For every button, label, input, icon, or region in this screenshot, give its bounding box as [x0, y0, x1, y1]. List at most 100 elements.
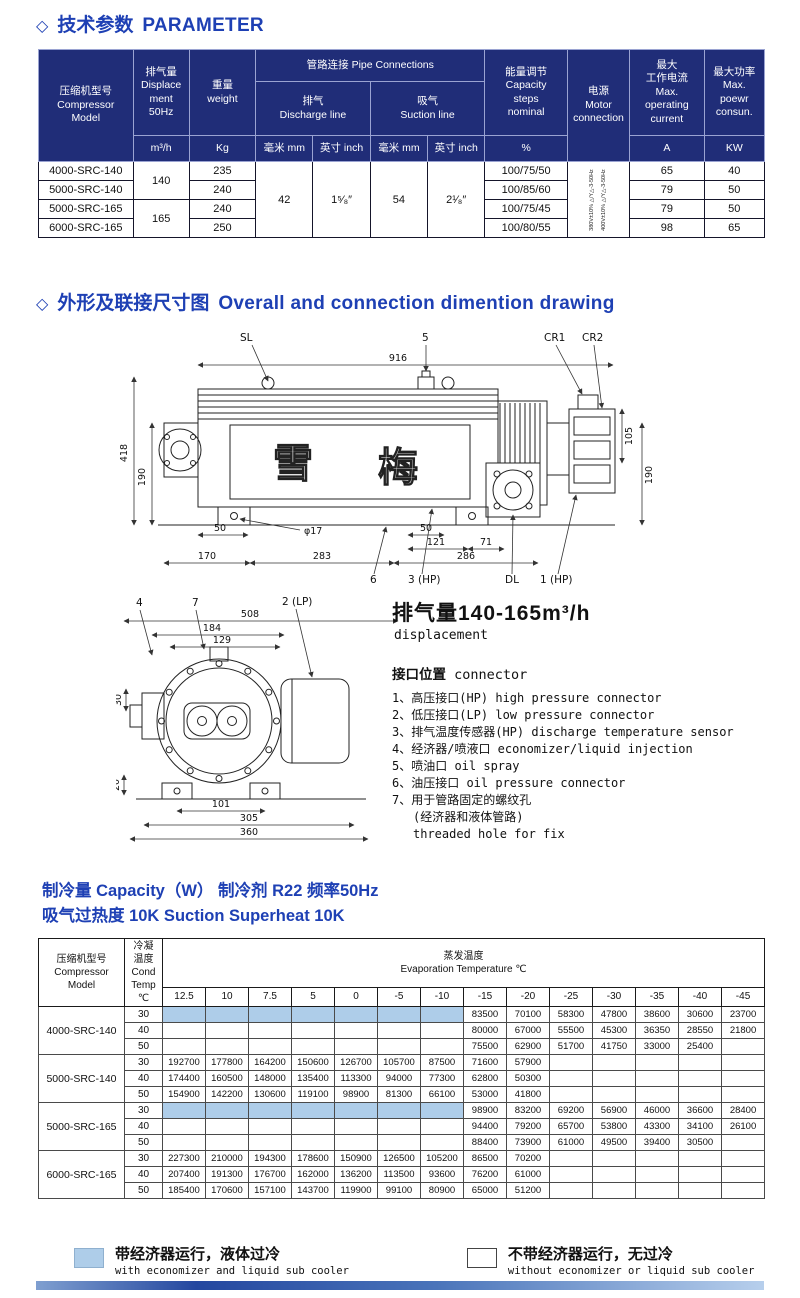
evap-temp-col: -30: [592, 986, 636, 1008]
capacity-value-cell: 113500: [377, 1166, 421, 1183]
capacity-value-cell: [720, 1054, 766, 1071]
capacity-value-cell: [592, 1166, 636, 1183]
capacity-value-cell: 28400: [720, 1102, 766, 1119]
port-label-1hp: 1 (HP): [540, 574, 572, 586]
connector-item: 2、低压接口(LP) low pressure connector: [392, 708, 655, 722]
capacity-value-cell: [205, 1006, 249, 1023]
capacity-value-cell: 150900: [334, 1150, 378, 1167]
legend-without-zh: 不带经济器运行，无过冷: [507, 1246, 673, 1263]
capacity-value-cell: 33000: [635, 1038, 679, 1055]
capacity-value-cell: [291, 1022, 335, 1039]
power-cell: 50: [703, 180, 766, 200]
capacity-value-cell: [549, 1166, 593, 1183]
cond-temp-cell: 30: [124, 1150, 163, 1167]
capacity-value-cell: 126700: [334, 1054, 378, 1071]
connector-list-title-en: connector: [454, 667, 528, 683]
connector-item: 1、高压接口(HP) high pressure connector: [392, 691, 662, 705]
capacity-value-cell: 51700: [549, 1038, 593, 1055]
col-header-weight: 重量 weight: [188, 49, 257, 136]
capacity-value-cell: [205, 1102, 249, 1119]
dim-label-170: 170: [198, 551, 216, 562]
capacity-value-cell: 157100: [248, 1182, 292, 1199]
unit-discharge-mm: 毫米 mm: [255, 135, 314, 162]
legend: 带经济器运行，液体过冷 with economizer and liquid s…: [74, 1245, 800, 1278]
port-label-5: 5: [422, 332, 429, 344]
capacity-value-cell: [635, 1150, 679, 1167]
drawing-section: 雪 梅 SL 5 CR1 CR2 916 418 190 105 190 50: [0, 325, 800, 865]
model-cell: 4000-SRC-140: [38, 161, 134, 181]
capacity-value-cell: 61000: [506, 1166, 550, 1183]
capacity-value-cell: [377, 1006, 421, 1023]
port-label-dl: DL: [505, 574, 519, 586]
dim-label-184: 184: [203, 623, 221, 634]
displacement-range-subtitle: displacement: [394, 628, 488, 643]
section-parameter-title-zh: 技术参数: [57, 15, 134, 36]
capacity-value-cell: 98900: [463, 1102, 507, 1119]
capacity-value-cell: 23700: [720, 1006, 766, 1023]
current-cell: 79: [629, 199, 705, 219]
capacity-value-cell: [420, 1006, 464, 1023]
port-label-3hp: 3 (HP): [408, 574, 440, 586]
capacity-value-cell: 185400: [162, 1182, 206, 1199]
dim-label-283: 283: [313, 551, 331, 562]
capacity-heading-line1: 制冷量 Capacity（W） 制冷剂 R22 频率50Hz: [42, 882, 379, 900]
capacity-value-cell: 99100: [377, 1182, 421, 1199]
connector-item: 6、油压接口 oil pressure connector: [392, 776, 626, 790]
port-label-7: 7: [192, 597, 199, 609]
connector-item-note: threaded hole for fix: [413, 827, 565, 841]
capacity-value-cell: [248, 1118, 292, 1135]
capacity-value-cell: [291, 1038, 335, 1055]
diamond-icon: ◇: [36, 296, 49, 313]
capacity-value-cell: 76200: [463, 1166, 507, 1183]
port-label-sl: SL: [240, 332, 253, 344]
capacity-value-cell: [720, 1166, 766, 1183]
capacity-value-cell: [162, 1134, 206, 1151]
economizer-swatch-icon: [74, 1248, 104, 1268]
brand-logo-character: 雪: [273, 441, 313, 487]
capacity-value-cell: [420, 1038, 464, 1055]
capacity-value-cell: 113300: [334, 1070, 378, 1087]
capacity-value-cell: [635, 1070, 679, 1087]
capacity-value-cell: 80000: [463, 1022, 507, 1039]
capacity-value-cell: 53000: [463, 1086, 507, 1103]
capacity-value-cell: 69200: [549, 1102, 593, 1119]
evap-temp-col: -40: [678, 986, 722, 1008]
dim-label-418: 418: [119, 444, 130, 462]
evap-temp-col: -10: [420, 986, 464, 1008]
capacity-table: 压缩机型号 Compressor Model 冷凝 温度 Cond Temp ℃…: [38, 938, 766, 1199]
capacity-value-cell: [248, 1022, 292, 1039]
col-header-capacity-steps: 能量调节 Capacity steps nominal: [484, 49, 568, 136]
legend-with-en: with economizer and liquid sub cooler: [115, 1265, 349, 1277]
cond-temp-cell: 40: [124, 1070, 163, 1087]
capacity-value-cell: 160500: [205, 1070, 249, 1087]
evap-temp-col: 12.5: [162, 986, 206, 1008]
unit-displacement: m³/h: [132, 135, 190, 162]
dim-label-916: 916: [389, 353, 407, 364]
capacity-value-cell: [291, 1006, 335, 1023]
capacity-value-cell: 135400: [291, 1070, 335, 1087]
port-label-6: 6: [370, 574, 377, 586]
capacity-value-cell: [291, 1134, 335, 1151]
compressor-body-outline: [158, 370, 616, 526]
unit-current: A: [629, 135, 705, 162]
dim-label-phi17: φ17: [304, 526, 322, 537]
current-cell: 65: [629, 161, 705, 181]
capacity-value-cell: [592, 1086, 636, 1103]
capacity-value-cell: [334, 1022, 378, 1039]
capacity-value-cell: 79200: [506, 1118, 550, 1135]
capacity-value-cell: 43300: [635, 1118, 679, 1135]
dim-label-101: 101: [212, 799, 230, 810]
capacity-value-cell: 51200: [506, 1182, 550, 1199]
evap-temp-col: 5: [291, 986, 335, 1008]
legend-without-economizer: 不带经济器运行，无过冷 without economizer or liquid…: [466, 1245, 754, 1278]
capacity-value-cell: [592, 1070, 636, 1087]
capacity-value-cell: 56900: [592, 1102, 636, 1119]
capacity-value-cell: 94000: [377, 1070, 421, 1087]
capacity-value-cell: 65000: [463, 1182, 507, 1199]
capacity-value-cell: 210000: [205, 1150, 249, 1167]
capacity-value-cell: 143700: [291, 1182, 335, 1199]
port-label-4: 4: [136, 597, 143, 609]
dimension-drawing-side-view: 雪 梅 SL 5 CR1 CR2 916 418 190 105 190 50: [119, 332, 655, 586]
